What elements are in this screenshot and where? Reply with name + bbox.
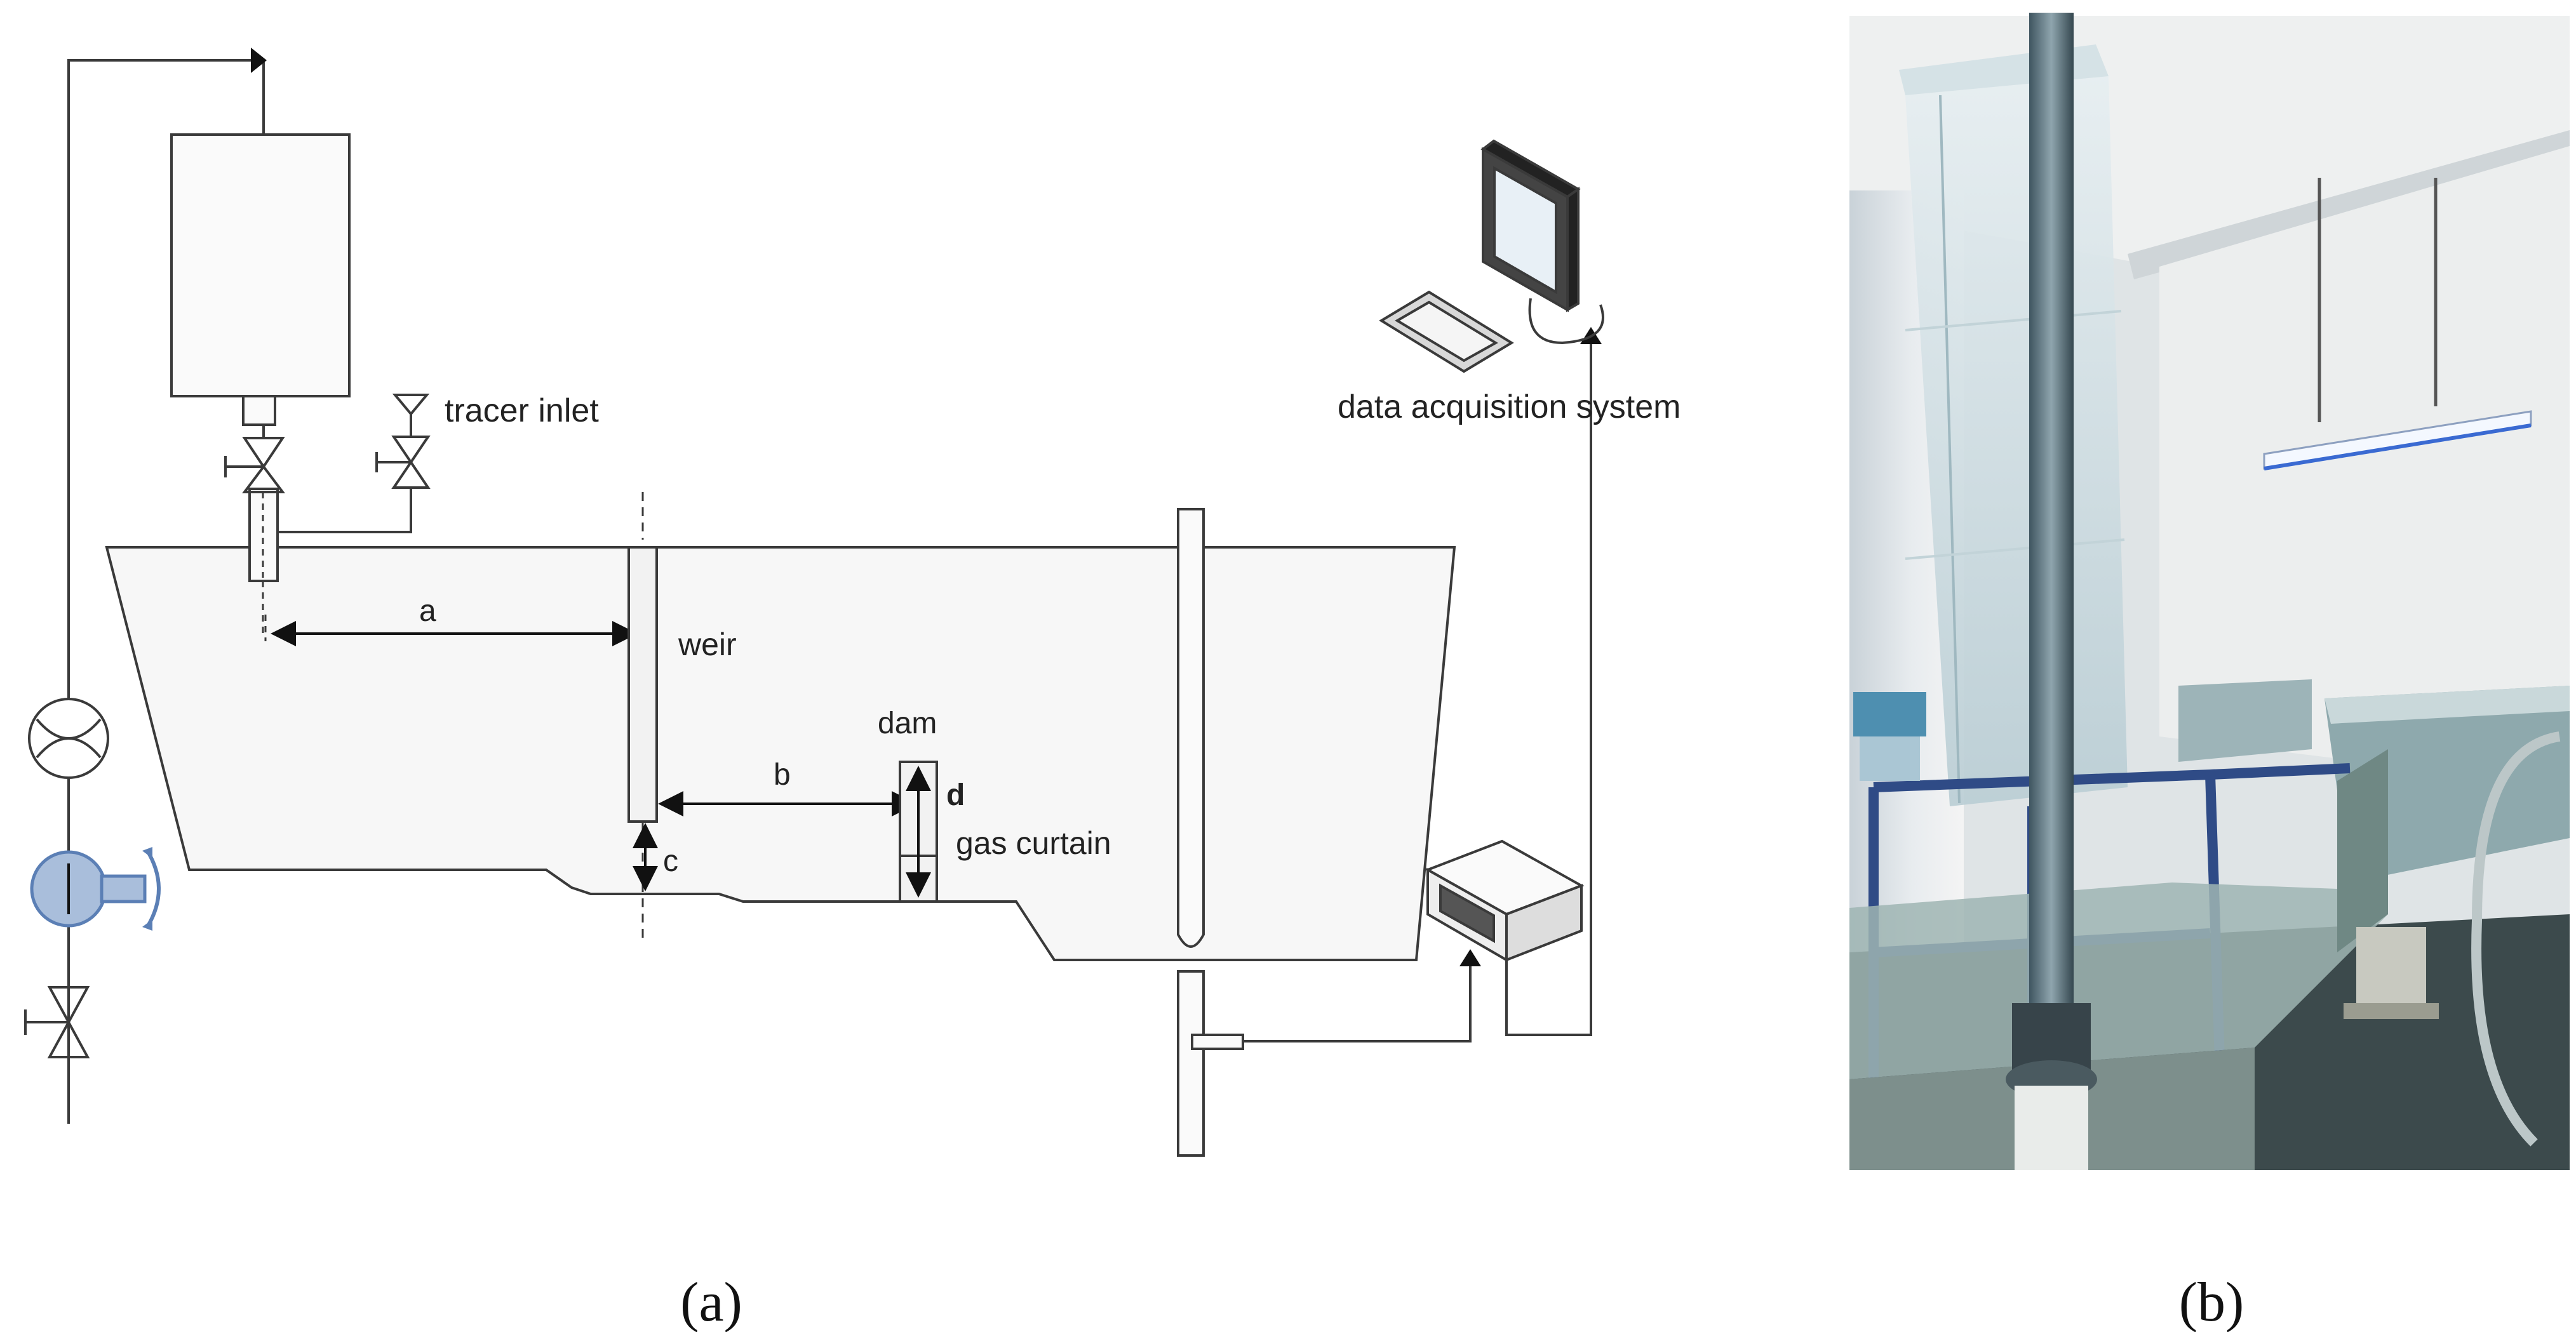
label-a: a bbox=[419, 594, 436, 628]
pump-icon bbox=[30, 847, 161, 931]
label-weir: weir bbox=[678, 627, 737, 662]
label-tracer-inlet: tracer inlet bbox=[445, 392, 599, 429]
caption-b: (b) bbox=[2179, 1272, 2244, 1332]
label-dam: dam bbox=[878, 707, 937, 740]
label-d: d bbox=[946, 778, 965, 812]
ladle-shroud bbox=[248, 488, 279, 582]
flowmeter-icon bbox=[28, 698, 109, 779]
tundish-body bbox=[105, 546, 1456, 961]
ladle bbox=[170, 133, 351, 397]
schematic-diagram bbox=[24, 48, 1604, 1157]
signal-line-meter bbox=[1243, 965, 1472, 1042]
schematic-labels: tracer inlet a weir dam b d c gas curtai… bbox=[419, 389, 1681, 878]
conductivity-meter-icon bbox=[1425, 839, 1585, 962]
label-c: c bbox=[663, 844, 678, 878]
probe-outlet bbox=[1177, 970, 1205, 1157]
computer-icon bbox=[1379, 139, 1604, 373]
probe bbox=[1177, 508, 1205, 948]
label-gas-curtain: gas curtain bbox=[956, 825, 1111, 861]
ladle-nozzle bbox=[242, 395, 276, 426]
caption-a: (a) bbox=[680, 1272, 742, 1332]
label-data-acquisition: data acquisition system bbox=[1338, 389, 1681, 425]
bottom-valve bbox=[24, 986, 90, 1058]
circulation-pipe bbox=[67, 59, 265, 1124]
label-b: b bbox=[774, 758, 791, 792]
lab-photo bbox=[1849, 13, 2570, 1170]
ladle-valve bbox=[224, 425, 285, 493]
weir bbox=[627, 546, 658, 823]
tracer-valve bbox=[278, 394, 431, 533]
signal-line-computer bbox=[1505, 343, 1592, 1036]
